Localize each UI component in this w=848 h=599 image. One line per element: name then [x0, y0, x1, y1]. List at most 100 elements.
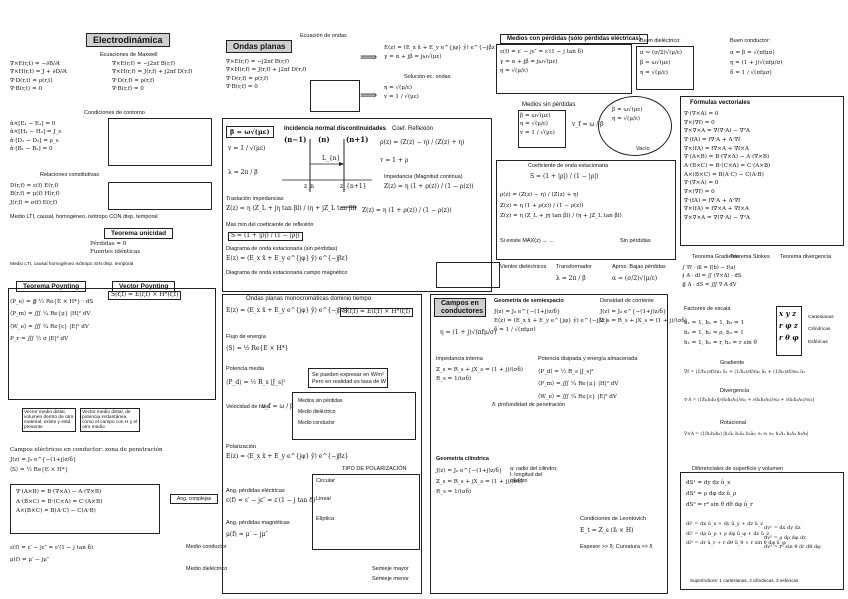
campo-box-lower [10, 484, 160, 534]
const-box-right [108, 182, 212, 210]
vec-formula-3: ∇×∇×A = ∇(∇·A) − ∇²A [684, 128, 750, 135]
leontovich-note: Espesor >> δ; Curvatura >> δ [580, 544, 653, 550]
label-polarizacion: Polarización [226, 444, 256, 450]
imp-interna-list: Z_s = R_s + jX_s = (1 + j)/(σδ) R_s = 1/… [436, 366, 523, 384]
dv-eq-3: dv³ = r² sin θ dr dθ dφ [764, 544, 821, 550]
coord-list: x y z r φ z r θ φ [779, 308, 799, 344]
ondas-section-box [222, 118, 492, 292]
contorno-eq-1: n̂×[E₁ − E₂] = 0 [10, 121, 56, 127]
poynting-note-1: Vector medio distal, volumen dentro de o… [22, 408, 76, 432]
sol-ondas-list: E(z) = (E_x x̂ + E_y e^{jφ} ŷ) e^{−jβz} … [384, 44, 498, 62]
sin-perdidas-eq-3: v = 1 / √(με) [520, 129, 555, 136]
campos-title-text: Campos en conductores [441, 300, 484, 315]
label-contorno: Condiciones de contorno [84, 110, 145, 116]
poynting-box [8, 288, 216, 400]
cil-eq-1: J(z) = J₀ e^{−(1+j)z/δ} [436, 468, 503, 474]
label-gradiente: Gradiente [720, 360, 745, 366]
pdis-list: ⟨P_d⟩ = ½ R_s |J_s|² ⟨P_m⟩ = ∭ ¼ Re{μ} |… [538, 366, 618, 403]
sin-perdidas-eq-2: η = √(μ/ε) [520, 121, 548, 128]
formulas-list: ∇·(∇×A) = 0 ∇×(∇f) = 0 ∇×∇×A = ∇(∇·A) − … [684, 110, 770, 223]
maxwell-freq-2: ∇×H(r,f) = J(r,f) + j2πf D(r,f) [112, 69, 193, 76]
ondas-eq-3: ∇·D(r,f) = ρ(r,f) [226, 75, 269, 82]
pol-lineal: Lineal [316, 496, 331, 502]
factores-eq-3: h₁ = 1, h₂ = r, h₃ = r sin θ [684, 340, 757, 347]
label-coef-onda: Coeficiente de onda estacionaria [528, 163, 609, 169]
lambda-eq: λ = 2π / β [228, 169, 258, 176]
label-diferenciales: Diferenciales de superficie y volumen [692, 466, 784, 472]
pdis-eq-1: ⟨P_d⟩ = ½ R_s |J_s|² [538, 369, 594, 375]
cil-note: a: radio del cilindro; l: longitud del c… [510, 466, 558, 484]
perdidas-eq-1: ε(f) = ε′ − jε″ = ε′(1 − j tan δ) [500, 49, 584, 55]
sol-ondas-list-2: η = √(μ/ε) v = 1 / √(με) [384, 84, 419, 102]
ds-eq-1: dS¹ = dy dz û_x [686, 480, 731, 486]
maxwell-freq-4: ∇·B(r,f) = 0 [112, 86, 144, 93]
campos-eta-eq: η = (1 + j)√(πfμ/σ) [440, 329, 497, 336]
traslacion-eq-2: Z(z) = η (1 + ρ(z)) / (1 − ρ(z)) [362, 207, 452, 214]
arrow-traslacion: ⟶ [340, 200, 358, 214]
label-ec-ondas: Ecuación de ondas [300, 33, 347, 39]
rotacional-eq: ∇×A = (1/h₁h₂h₃) |h₁û₁ h₂û₂ h₃û₃; ∂₁ ∂₂ … [684, 432, 809, 437]
contorno-eq-2: n̂×[H₁ − H₂] = J_s [10, 129, 62, 136]
vel-fase-eq: v_f = ω / β [262, 403, 294, 410]
coord-name-cilindricas: Cilíndricas [808, 327, 831, 333]
label-coef-reflexion: Coef. Reflexión [392, 126, 434, 132]
coef-onda-eq-1: ρ(z) = (Z(z) − η) / (Z(z) + η) [500, 192, 579, 198]
campos-section-box [430, 294, 668, 594]
polarizacion-eq: E(z) = (E_x x̂ + E_y e^{jφ} ŷ) e^{−jβz} [226, 453, 349, 460]
unicidad-eq-1: Pérdidas = 0 [90, 241, 127, 247]
contorno-box [108, 118, 212, 166]
region-n-minus-1: (n−1) [284, 135, 307, 144]
vel-medios-box [292, 392, 416, 440]
title-campos-conductores: Campos en conductores [434, 298, 486, 318]
imp-interna-eq-1: Z_s = R_s + jX_s = (1 + j)/(σδ) [436, 367, 523, 373]
potencia-media-eq: ⟨P_d⟩ = ½ R_s |J_s|² [226, 379, 286, 386]
const-eq-2: B(r,f) = μ(f) H(r,f) [10, 191, 60, 198]
maxwell-eq-1: ∇×E(r,t) = −∂B/∂t [10, 61, 61, 67]
title-poynting: Teorema Poynting [16, 281, 87, 292]
perdidas-box [496, 44, 632, 94]
imp-interna-eq-2: R_s = 1/(σδ) [436, 375, 472, 382]
campo-eq-2: ⟨S⟩ = ½ Re{E × H*} [10, 467, 69, 474]
unicidad-eq-2: Fuentes idénticas [90, 249, 141, 256]
vacio-list: β = ω√(με) η = √(μ/ε) [612, 106, 643, 124]
diferenciales-box [680, 472, 844, 590]
leontovich-eq: E_t = Z_s (n̂ × H) [580, 527, 634, 534]
title-medios-perdidas: Medios con pérdidas (sólo pérdidas eléct… [500, 34, 648, 44]
contorno-eq-3: n̂·[D₁ − D₂] = ρ_s [10, 137, 59, 144]
mono-section-box [222, 294, 422, 594]
label-teorema-stokes: Teorema Stokes [730, 254, 770, 260]
buen-die-eq-2: β ≈ ω√(με) [640, 60, 671, 67]
coord-name-cartesianas: Cartesianas [808, 315, 834, 320]
bottom-left-list: ε(f) = ε′ − jε″ = ε′(1 − j tan δ) μ(f) =… [10, 542, 93, 567]
label-superindices: Superíndices: 1 cartesianas, 2 cilíndric… [690, 578, 799, 583]
coord-esfericas: r θ φ [779, 332, 799, 342]
gradiente-eq: ∇f = (1/h₁)∂f/∂u₁ û₁ + (1/h₂)∂f/∂u₂ û₂ +… [684, 370, 805, 375]
ang-perdidas-e-eq: ε(f) = ε′ − jε″ = ε′(1 − j tan δ) [226, 497, 316, 504]
buen-die-list: α ≈ (σ/2)√(μ/ε) β ≈ ω√(με) η = √(μ/ε) [640, 48, 682, 78]
arrow-ondas-2: ⟹ [360, 88, 378, 102]
sol-eq-4: v = 1 / √(με) [384, 93, 419, 100]
title-ondas-planas: Ondas planas [226, 40, 293, 53]
title-unicidad: Teorema unicidad [104, 228, 174, 239]
note-conductor: Medio conductor [186, 544, 227, 550]
region-zn1: z_{n+1} [340, 183, 367, 190]
densidad-eq-1: J(z) = J₀ e^{−(1+j)z/δ} [600, 309, 667, 315]
ondas-left-list: ∇×E(r,f) = −j2πf B(r,f) ∇×H(r,f) = J(r,f… [226, 58, 306, 92]
buen-cond-eq-2: η = (1 + j)√(πfμ/σ) [730, 60, 783, 67]
vel-medio-1: Medios sin pérdidas [298, 398, 343, 404]
cil-eq-3: R_s = 1/(σδ) [436, 489, 472, 496]
pdis-eq-2: ⟨P_m⟩ = ∭ ¼ Re{μ} |H|² dV [538, 381, 619, 388]
campo-list: Campos eléctricos en conductor: zona de … [10, 445, 163, 475]
vec-formula-5: ∇×(fA) = f∇×A + ∇f×A [684, 145, 749, 152]
ds-list: dS¹ = dy dz û_x dS² = ρ dφ dz û_ρ dS³ = … [686, 478, 753, 512]
label-medio-lti2: Medio LTI, causal homogéneo isótropo SIN… [10, 262, 134, 267]
coef-onda-list: ρ(z) = (Z(z) − η) / (Z(z) + η) Z(z) = η … [500, 190, 622, 222]
maxwell-time: ∇×E(r,t) = −∂B/∂t ∇×H(r,t) = J + ∂D/∂t ∇… [10, 60, 67, 94]
label-traslacion: Traslación impedancias [226, 196, 284, 202]
mono-eq-boxed: S(r,f) = E(r,f) × H*(r,f) [340, 308, 414, 317]
coef-onda-box [496, 160, 676, 260]
dv-list: dv¹ = dx dy dz dv² = ρ dρ dφ dz dv³ = r²… [764, 524, 821, 553]
label-formulas: Fórmulas vectoriales [690, 100, 751, 106]
vacio-eq-1: β = ω√(με) [612, 107, 643, 113]
sol-eq-2: γ = α + jβ = jω√(με) [384, 53, 442, 60]
